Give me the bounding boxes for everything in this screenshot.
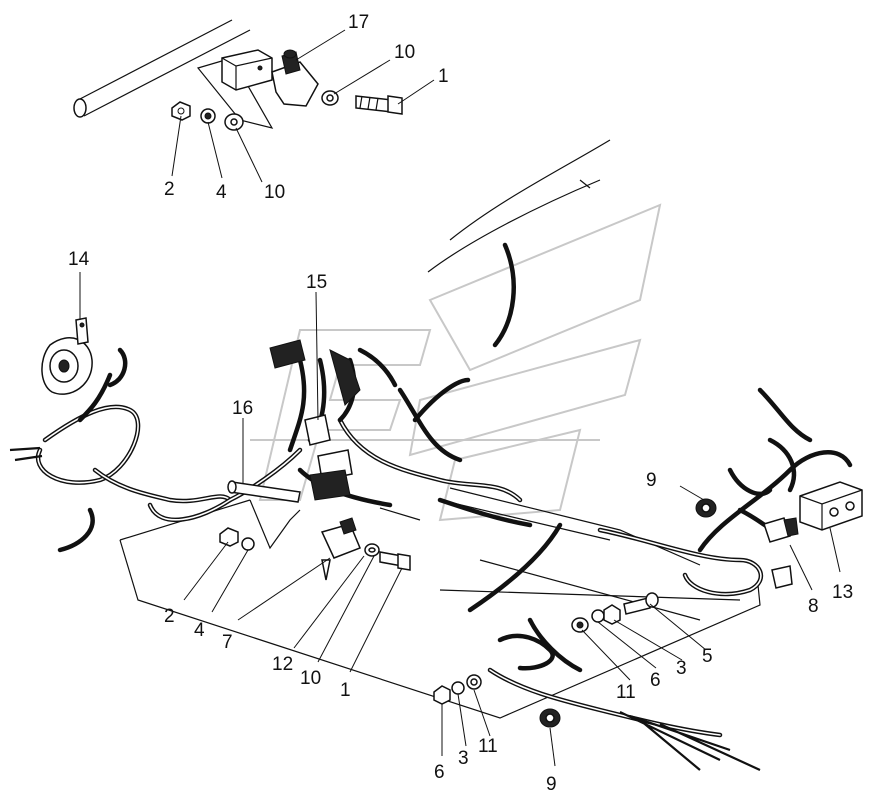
label-1-bottom: 1 <box>340 680 351 701</box>
label-10-bottom: 10 <box>300 668 321 689</box>
label-9-right: 9 <box>646 470 657 491</box>
label-7: 7 <box>222 632 233 653</box>
label-11-right: 11 <box>616 682 636 703</box>
label-4-top: 4 <box>216 182 227 203</box>
label-5: 5 <box>702 646 713 667</box>
wire-harness-left <box>9 347 327 553</box>
switch-7 <box>320 517 361 581</box>
label-17: 17 <box>348 12 369 33</box>
label-11-bottom: 11 <box>478 736 498 757</box>
label-4-bottom: 4 <box>194 620 205 641</box>
label-14: 14 <box>68 249 90 270</box>
label-1-top: 1 <box>438 66 449 87</box>
label-3-bottom: 3 <box>458 748 469 769</box>
wire-harness-center <box>297 242 701 566</box>
label-16: 16 <box>232 398 253 419</box>
label-10-top: 10 <box>394 42 415 63</box>
block-13 <box>799 481 863 531</box>
tube-16 <box>227 480 301 503</box>
fasteners-bottom-left <box>219 527 411 571</box>
label-6-bottom: 6 <box>434 762 445 783</box>
grommets-9 <box>539 498 717 728</box>
label-8: 8 <box>808 596 819 617</box>
horn-14 <box>41 317 93 395</box>
wire-harness-lower <box>487 617 761 771</box>
label-2-top: 2 <box>164 179 175 200</box>
callout-labels: 17 10 1 2 4 10 14 15 16 9 13 8 5 3 6 11 … <box>68 12 853 795</box>
fasteners-right <box>571 592 659 633</box>
label-6-right: 6 <box>650 670 661 691</box>
label-9-bottom: 9 <box>546 774 557 795</box>
top-assembly <box>73 19 403 131</box>
wire-harness-right <box>467 387 853 613</box>
sensor-8 <box>763 517 799 589</box>
cab-outline <box>427 139 611 273</box>
label-15: 15 <box>306 272 327 293</box>
label-13: 13 <box>832 582 853 603</box>
leader-lines <box>79 272 841 767</box>
relay-15 <box>269 339 361 501</box>
label-12: 12 <box>272 654 293 675</box>
label-10-top-left: 10 <box>264 182 285 203</box>
label-3-right: 3 <box>676 658 687 679</box>
watermark-logo <box>250 203 662 522</box>
fasteners-bottom <box>433 674 482 705</box>
label-2-bottom: 2 <box>164 606 175 627</box>
top-leaders <box>171 29 435 183</box>
chassis-rail <box>119 499 761 719</box>
